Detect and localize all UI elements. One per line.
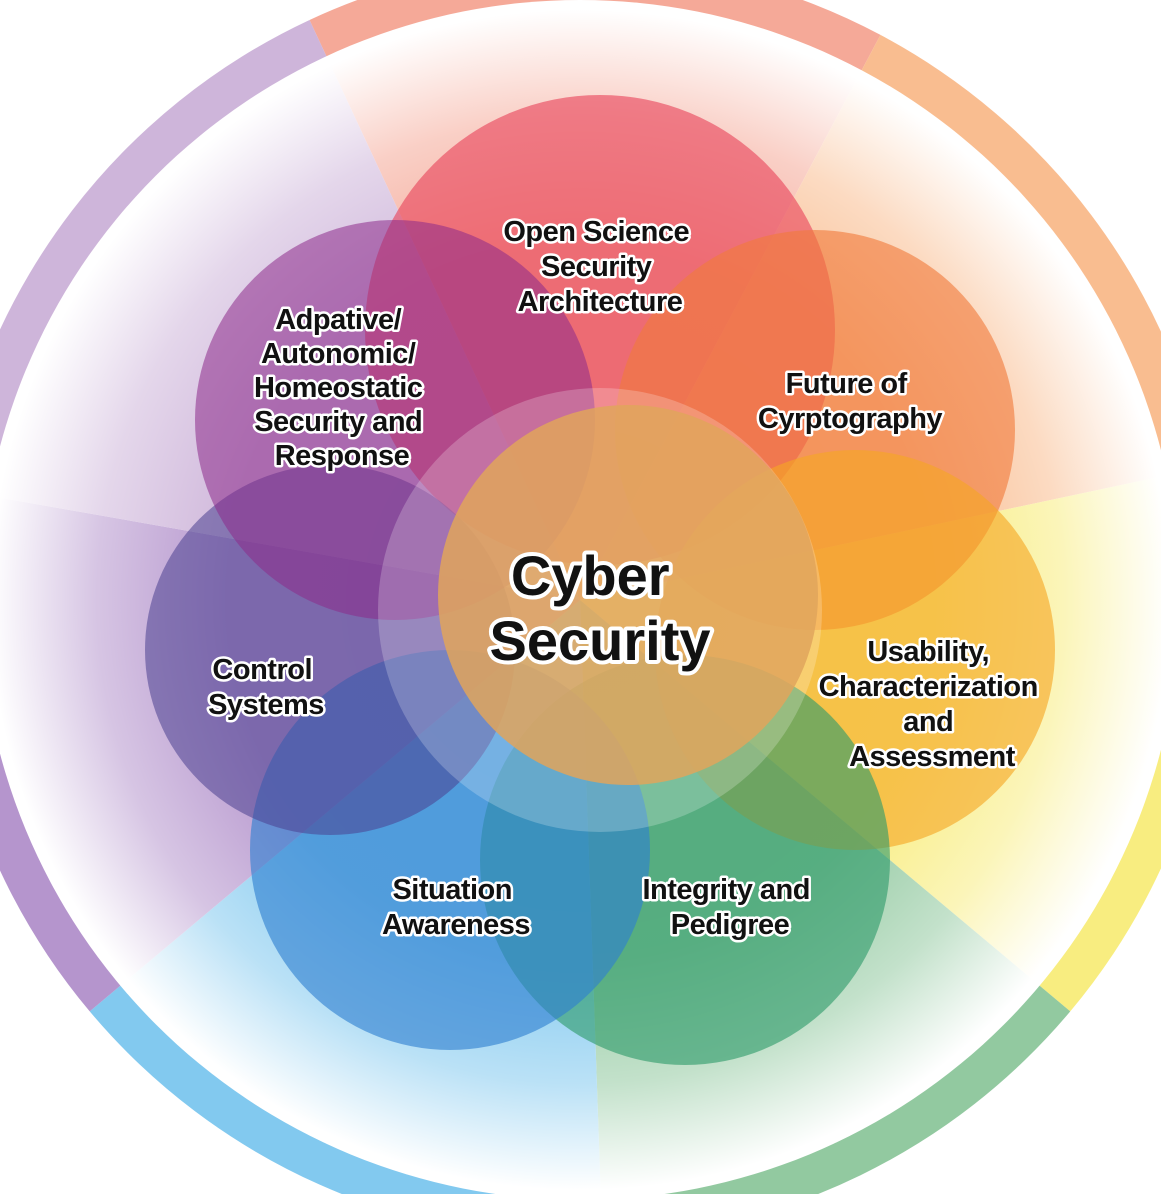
integrity-label-line: Integrity and (642, 874, 810, 906)
integrity-label-line: Pedigree (671, 909, 790, 941)
usability-label-line: Usability, (867, 636, 989, 668)
control-systems-label-line: Control (212, 654, 312, 686)
open-science-label-line: Open Science (503, 216, 689, 248)
adaptive-security-label-line: Response (275, 440, 410, 472)
adaptive-security-label-line: Homeostatic (254, 372, 423, 404)
center-label-line: Cyber (511, 544, 670, 607)
usability-label-line: Assessment (849, 741, 1016, 773)
adaptive-security-label: Adpative/ Autonomic/ Homeostatic Securit… (254, 304, 430, 472)
usability-label-line: and (903, 706, 953, 738)
situation-awareness-label-line: Awareness (382, 909, 530, 941)
situation-awareness-label-line: Situation (392, 874, 512, 906)
control-systems-label-line: Systems (208, 689, 324, 721)
center-label-line: Security (490, 609, 711, 672)
control-systems-label: Control Systems (208, 654, 324, 721)
adaptive-security-label-line: Autonomic/ (261, 338, 416, 370)
adaptive-security-label-line: Security and (254, 406, 422, 438)
situation-awareness-label: Situation Awareness (382, 874, 530, 941)
open-science-label: Open Science Security Architecture (503, 216, 696, 318)
adaptive-security-label-line: Adpative/ (275, 304, 401, 336)
center-circle (438, 405, 818, 785)
open-science-label-line: Architecture (518, 286, 683, 318)
cryptography-label-line: Future of (786, 368, 908, 400)
open-science-label-line: Security (541, 251, 652, 283)
integrity-label: Integrity and Pedigree (642, 874, 817, 941)
cryptography-label-line: Cyrptography (758, 403, 943, 435)
center-label: Cyber Security (490, 544, 711, 672)
usability-label: Usability, Characterization and Assessme… (819, 636, 1046, 773)
usability-label-line: Characterization (819, 671, 1038, 703)
cryptography-label: Future of Cyrptography (758, 368, 943, 435)
